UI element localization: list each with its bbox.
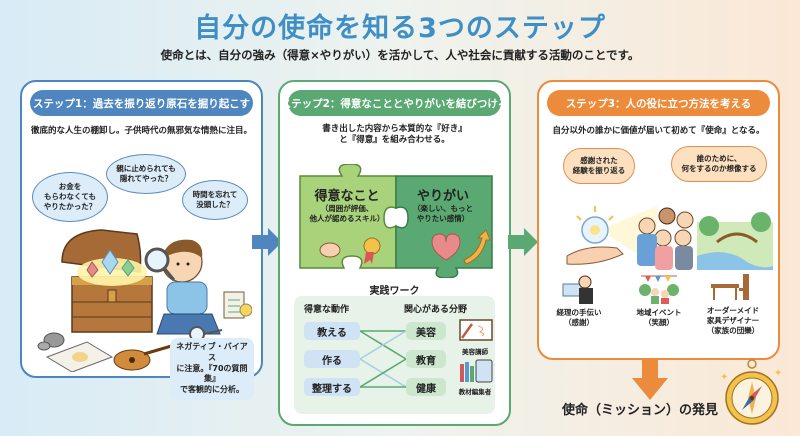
medal-icon xyxy=(363,237,381,264)
puzzle-right-text: やりがい （楽しい、もっと やりたい感情） xyxy=(398,185,488,224)
action-pill-2: 整理する xyxy=(304,378,360,396)
boy-with-magnifier-icon xyxy=(144,239,221,335)
step1-header: ステップ1：過去を振り返り原石を掘り起こす xyxy=(30,90,253,116)
puzzle-left-sub1: （周囲が評価、 xyxy=(320,204,374,213)
step1-note: ネガティブ・バイアス に注意。『70の質問集』 で客観的に分析。 xyxy=(170,338,254,400)
puzzle-left-sub2: 他人が認めるスキル） xyxy=(309,213,385,223)
example-2: オーダーメイド 家具デザイナー （家族の団欒） xyxy=(693,306,773,335)
connection-line-2 xyxy=(359,330,407,360)
puzzle-left-title: 得意なこと xyxy=(314,189,380,204)
step2-description-line2: と『得意』を組み合わせる。 xyxy=(339,135,450,146)
arrow-up-icon xyxy=(463,229,491,265)
example-0: 経理の手伝い （感謝） xyxy=(539,308,619,328)
lightbulb-icon xyxy=(239,303,252,317)
step1-panel: ステップ1：過去を振り返り原石を掘り起こす 徹底的な人生の棚卸し。子供時代の無邪… xyxy=(20,80,263,400)
step2-description-line1: 書き出した内容から本質的な『好き』 xyxy=(322,124,467,134)
sparkle-icon: ✦ xyxy=(774,368,782,379)
example-0-line1: 経理の手伝い xyxy=(556,308,602,317)
compass-icon: ✦ ✦ xyxy=(720,359,782,425)
treasure-chest-icon xyxy=(61,229,153,333)
puzzle-right-title: やりがい xyxy=(416,189,469,204)
example-2-line1: オーダーメイド xyxy=(706,306,760,315)
step3-description: 自分以外の誰かに価値が届いて初めて『使命』となる。 xyxy=(552,126,765,136)
field-pill-2: 健康 xyxy=(406,378,446,396)
easel-icon xyxy=(459,319,493,341)
example-1-line2: （笑顔） xyxy=(644,317,674,327)
example-2-line3: （家族の団欒） xyxy=(706,325,760,335)
page-subtitle: 使命とは、自分の強み（得意×やりがい）を活かして、人や社会に貢献する活動のことで… xyxy=(160,48,640,62)
step1-bubble-2: 親に止められても 隠れてやった？ xyxy=(106,154,186,194)
hand-icon xyxy=(566,246,624,265)
people-group-icon xyxy=(637,207,694,270)
step2-panel: ステップ2：得意なこととやりがいを結びつける 書き出した内容から本質的な『好き』… xyxy=(278,80,511,426)
result-label-0: 美容講師 xyxy=(462,348,488,356)
action-pill-1: 作る xyxy=(304,350,360,368)
step3-bubble-1: 感謝された 経験を振り返る xyxy=(563,148,635,184)
puzzle-left-text: 得意なこと （周囲が評価、 他人が認めるスキル） xyxy=(302,185,392,224)
crystal-ball-icon xyxy=(576,206,614,244)
puzzle-right-sub2: やりたい感情） xyxy=(416,213,470,223)
mission-discovery-label: 使命（ミッション）の発見 xyxy=(562,403,719,418)
action-pill-0: 教える xyxy=(304,322,360,340)
field-pill-0: 美容 xyxy=(406,322,446,340)
practice-work-title: 実践ワーク xyxy=(369,286,420,297)
arrow-down-icon xyxy=(632,358,668,400)
park-landscape-icon xyxy=(697,212,773,270)
step3-panel: ステップ3：人の役に立つ方法を考える 自分以外の誰かに価値が届いて初めて『使命』… xyxy=(537,80,780,360)
furniture-icon xyxy=(711,274,749,300)
puzzle-right-sub1: （楽しい、もっと xyxy=(413,204,473,213)
actions-heading: 得意な動作 xyxy=(304,305,350,315)
sparkle-icon: ✦ xyxy=(720,372,728,383)
fields-heading: 関心がある分野 xyxy=(404,305,468,315)
example-1-line1: 地域イベント xyxy=(636,308,682,317)
puzzle-right-piece xyxy=(395,175,493,278)
heart-icon xyxy=(431,233,461,261)
step2-header: ステップ2：得意なこととやりがいを結びつける xyxy=(281,90,508,116)
step1-bubble-3: 時間を忘れて 没頭した？ xyxy=(182,180,248,220)
connection-lines xyxy=(359,330,407,388)
step1-illustration xyxy=(37,229,252,372)
notebook-icon xyxy=(45,341,114,372)
books-tablet-icon xyxy=(460,359,493,383)
step1-description: 徹底的な人生の棚卸し。子供時代の無邪気な情熱に注目。 xyxy=(30,126,252,136)
example-0-line2: （感謝） xyxy=(564,317,594,327)
step1-bubble-1: お金を もらわなくても やりたかった？ xyxy=(32,172,108,222)
arrow-right-icon xyxy=(508,228,538,256)
example-1: 地域イベント （笑顔） xyxy=(619,308,699,328)
example-2-line2: 家具デザイナー xyxy=(706,315,760,325)
community-event-icon xyxy=(639,275,679,304)
step3-illustration xyxy=(566,206,773,270)
connection-line-4 xyxy=(359,358,407,388)
arrow-right-icon xyxy=(252,228,282,256)
puzzle-graphic xyxy=(299,164,493,278)
step3-bubble-2: 誰のために、 何をするのか想像する xyxy=(671,146,767,182)
result-label-1: 教材編集者 xyxy=(458,388,492,396)
step2-description: 書き出した内容から本質的な『好き』 と『得意』を組み合わせる。 xyxy=(286,124,503,147)
clipboard-icon xyxy=(223,291,245,319)
page-title: 自分の使命を知る3つのステップ xyxy=(194,13,606,44)
step3-header: ステップ3：人の役に立つ方法を考える xyxy=(547,90,770,116)
field-pill-1: 教育 xyxy=(406,350,446,368)
clapping-hands-icon xyxy=(319,242,341,258)
accounting-woman-icon xyxy=(562,275,593,304)
rocks-icon xyxy=(37,332,65,351)
